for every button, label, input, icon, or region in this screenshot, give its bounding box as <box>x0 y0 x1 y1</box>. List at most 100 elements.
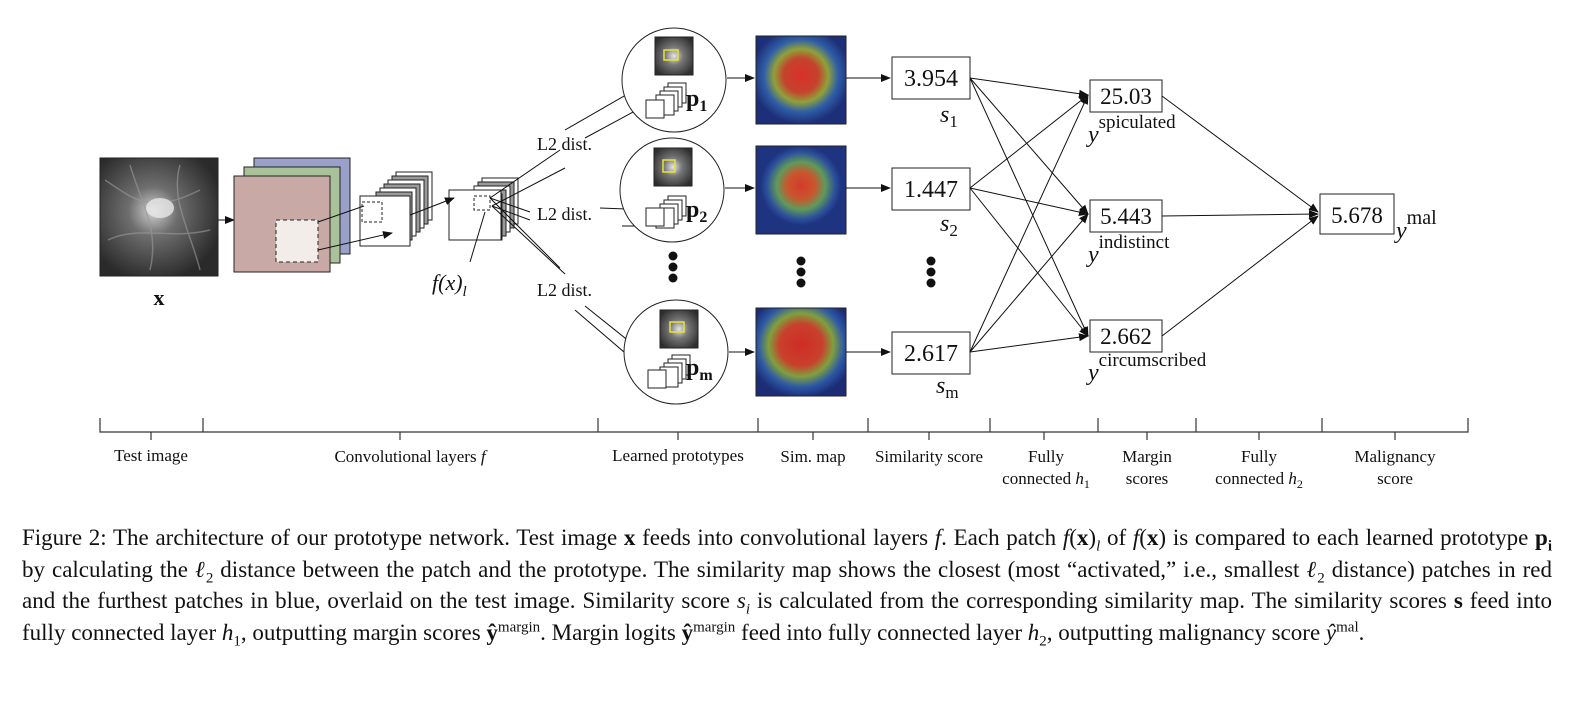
stage-sim-map: Sim. map <box>780 447 845 466</box>
stage-test-image: Test image <box>114 446 188 465</box>
caption-x: x <box>623 525 636 550</box>
caption-ell: ℓ <box>1306 556 1318 582</box>
margin-score-label-spiculated: yspiculated <box>1086 112 1176 148</box>
stage-malignancy-line1: Malignancy <box>1354 447 1436 466</box>
stage-margin-line1: Margin <box>1122 447 1172 466</box>
caption-text: is compared to each learned prototype <box>1166 525 1536 550</box>
caption-paren: ) <box>1088 525 1097 550</box>
caption-text: Figure 2: The architecture of our protot… <box>22 525 624 550</box>
caption-text: distance) patches in red and the furthes… <box>22 556 1552 614</box>
stage-fc-h2-line2: connected h2 <box>1215 469 1303 491</box>
caption-sub-1: 1 <box>233 633 241 650</box>
stage-labels: Test image Convolutional layers f Learne… <box>114 446 1436 491</box>
caption-text: feeds into convolutional layers <box>635 525 935 550</box>
l2-dist-label-3: L2 dist. <box>537 280 592 300</box>
l2-connector-lines <box>489 149 566 275</box>
malignancy-score: 5.678 <box>1331 203 1383 228</box>
caption-sub-i: i <box>1547 538 1552 555</box>
input-x-label: x <box>154 285 165 310</box>
caption-f: f <box>934 525 942 550</box>
caption-text: feed into fully connected layer <box>735 619 1028 645</box>
caption-sub-l: l <box>1096 538 1101 555</box>
caption-s-bold: s <box>1453 588 1463 613</box>
stage-malignancy-line2: score <box>1377 469 1413 488</box>
caption-text: distance between the patch and the proto… <box>213 556 1307 582</box>
feature-patch-stack <box>448 177 519 241</box>
similarity-score-1: 3.954 <box>904 66 958 92</box>
figure-caption: Figure 2: The architecture of our protot… <box>22 522 1553 650</box>
caption-sub-2: 2 <box>1039 633 1047 650</box>
stage-fc-h1-line2: connected h1 <box>1002 469 1090 491</box>
caption-h: h <box>221 619 234 645</box>
caption-h: h <box>1027 619 1040 645</box>
similarity-score-label-m: sm <box>936 373 959 402</box>
conv-layer-stack <box>359 171 433 247</box>
caption-s: s <box>736 588 746 613</box>
caption-f: f <box>1132 525 1140 550</box>
similarity-score-box-1 <box>891 56 971 100</box>
colored-feature-maps <box>233 157 351 273</box>
caption-sup-margin: margin <box>693 618 736 635</box>
prototype-p2 <box>619 137 725 243</box>
caption-paren: ) <box>1158 525 1167 550</box>
vertical-ellipsis-scores <box>926 256 936 288</box>
caption-text: . <box>1358 619 1365 645</box>
margin-score-circumscribed: 2.662 <box>1100 324 1152 349</box>
vertical-ellipsis-sim-maps <box>796 256 806 288</box>
prototype-p1-label: p1 <box>686 86 707 115</box>
margin-score-label-circumscribed: ycircumscribed <box>1086 350 1207 386</box>
similarity-map-2 <box>755 145 847 235</box>
prototype-pm-label: pm <box>686 355 713 384</box>
caption-ell: ℓ <box>194 556 206 582</box>
margin-score-spiculated: 25.03 <box>1100 84 1152 109</box>
stage-bracket <box>99 418 1469 440</box>
caption-sup-margin: margin <box>497 618 541 635</box>
margin-score-box-circumscribed <box>1089 319 1163 353</box>
prototype-p2-label: p2 <box>686 197 707 226</box>
caption-x: x <box>1146 525 1159 550</box>
similarity-score-box-m <box>891 331 971 375</box>
caption-yhat: ŷ <box>681 619 694 645</box>
similarity-map-m <box>755 307 847 397</box>
similarity-score-label-1: s1 <box>940 102 958 131</box>
caption-sub-i: i <box>745 601 751 618</box>
caption-p: p <box>1535 525 1548 550</box>
stage-convolutional-layers: Convolutional layers f <box>334 447 487 466</box>
caption-text: feed into fully connected layer <box>22 588 1553 645</box>
architecture-diagram: x f(x)l L2 dist. <box>99 27 1469 491</box>
vertical-ellipsis-prototypes <box>668 251 678 283</box>
caption-yhat: ŷ <box>1325 619 1337 645</box>
stage-learned-prototypes: Learned prototypes <box>612 446 744 465</box>
caption-yhat: ŷ <box>486 619 498 645</box>
malignancy-score-label: ymal <box>1394 207 1437 244</box>
margin-score-box-indistinct <box>1089 199 1163 233</box>
stage-margin-line2: scores <box>1126 469 1168 488</box>
caption-text: , outputting malignancy score <box>1046 619 1326 645</box>
caption-sub-2: 2 <box>1317 570 1325 587</box>
caption-x: x <box>1076 525 1089 550</box>
caption-text: . Each patch <box>941 525 1063 550</box>
fully-connected-h2-lines <box>1161 95 1319 337</box>
margin-score-indistinct: 5.443 <box>1100 204 1152 229</box>
stage-similarity-score: Similarity score <box>875 447 983 466</box>
caption-paren: ( <box>1069 525 1077 550</box>
malignancy-score-box <box>1319 193 1395 235</box>
caption-f: f <box>1062 525 1070 550</box>
l2-dist-label-1: L2 dist. <box>537 134 592 154</box>
similarity-map-1 <box>755 35 847 125</box>
caption-text: . Margin logits <box>540 619 682 645</box>
caption-text: , outputting margin scores <box>240 619 487 645</box>
caption-text: of <box>1100 525 1133 550</box>
fully-connected-h1-lines <box>969 77 1089 353</box>
similarity-score-2: 1.447 <box>904 177 958 203</box>
stage-fc-h2-line1: Fully <box>1241 447 1277 466</box>
margin-score-label-indistinct: yindistinct <box>1086 232 1170 268</box>
caption-text: is calculated from the corresponding sim… <box>750 588 1454 613</box>
caption-paren: ( <box>1139 525 1147 550</box>
similarity-score-m: 2.617 <box>904 341 958 367</box>
stage-fc-h1-line1: Fully <box>1028 447 1064 466</box>
caption-sup-mal: mal <box>1336 618 1359 635</box>
similarity-score-label-2: s2 <box>940 211 958 240</box>
similarity-score-box-2 <box>891 167 971 211</box>
l2-dist-label-2: L2 dist. <box>537 204 592 224</box>
